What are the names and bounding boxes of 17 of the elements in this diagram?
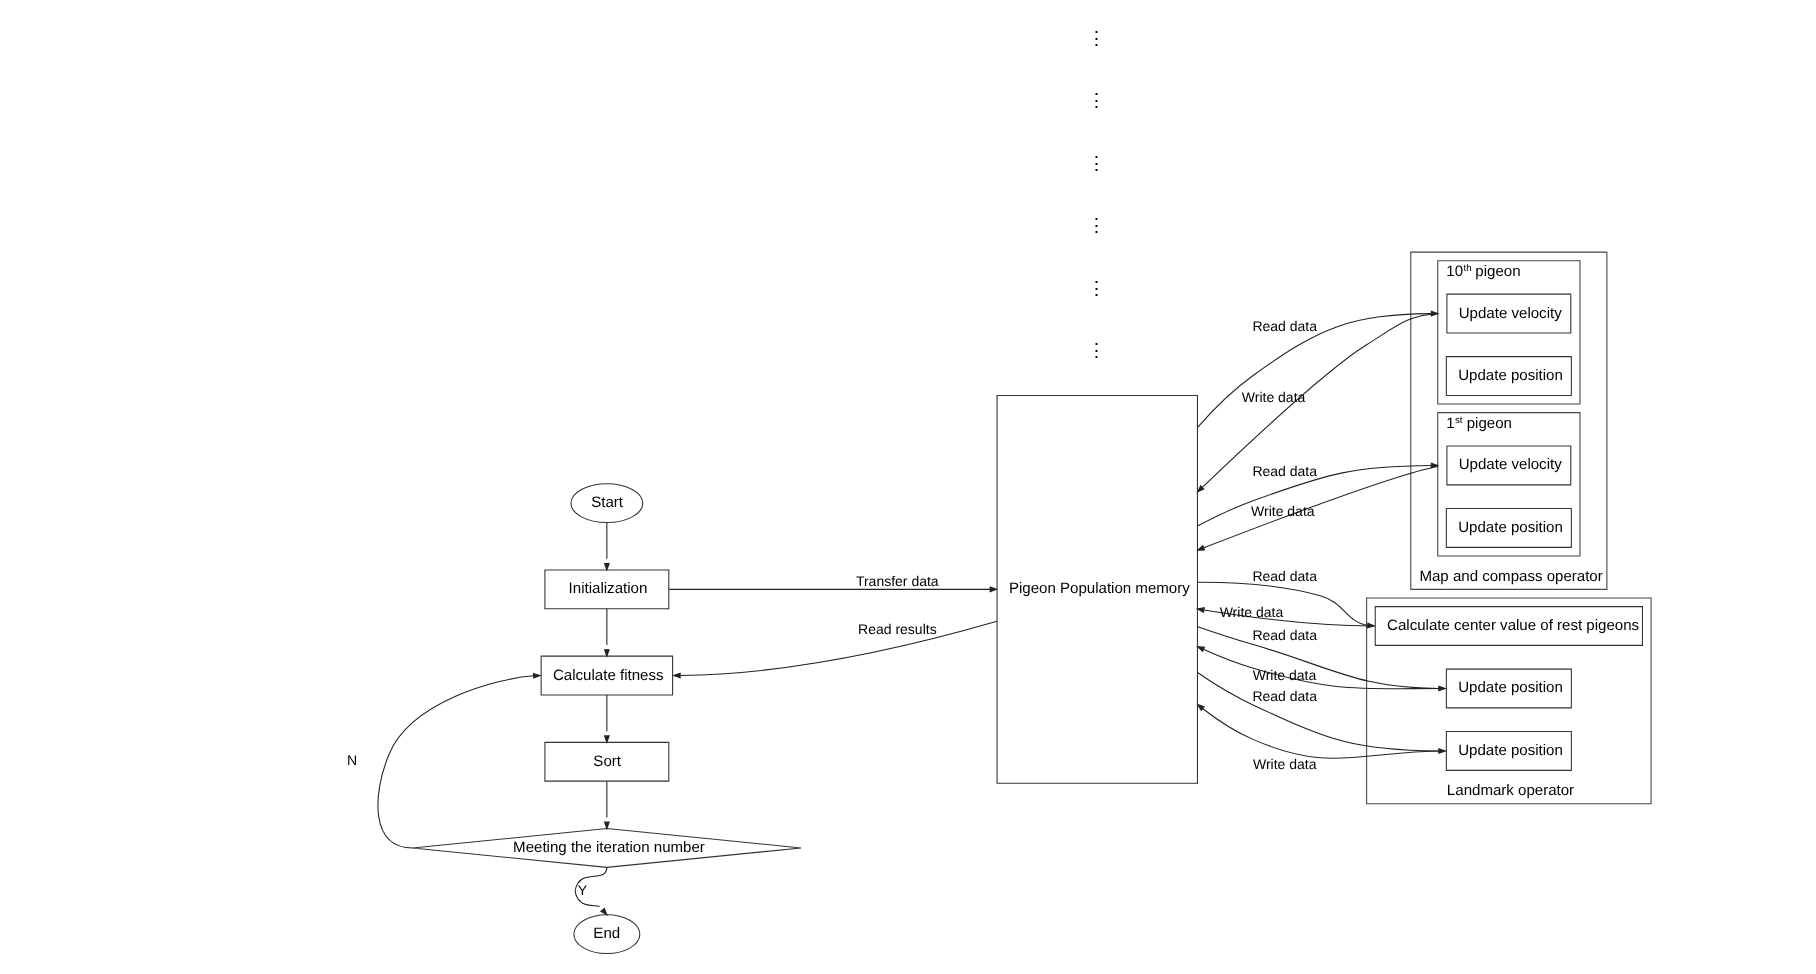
- arrow: [376, 672, 541, 849]
- arrow: [602, 608, 609, 658]
- arrow: [1195, 646, 1445, 690]
- arrow: [602, 522, 609, 572]
- arrow: [667, 586, 998, 593]
- arrow: [1195, 465, 1438, 551]
- label: ⋮: [1086, 278, 1107, 301]
- label: ⋮: [1086, 28, 1107, 51]
- arrow: [602, 780, 609, 831]
- arrow: [602, 694, 609, 744]
- arrow: [1196, 626, 1446, 692]
- arrow: [671, 620, 997, 679]
- label: ⋮: [1086, 341, 1107, 364]
- arrow: [573, 866, 607, 916]
- label: ⋮: [1086, 216, 1107, 239]
- label: ⋮: [1086, 91, 1107, 114]
- label: ⋮: [1086, 153, 1107, 176]
